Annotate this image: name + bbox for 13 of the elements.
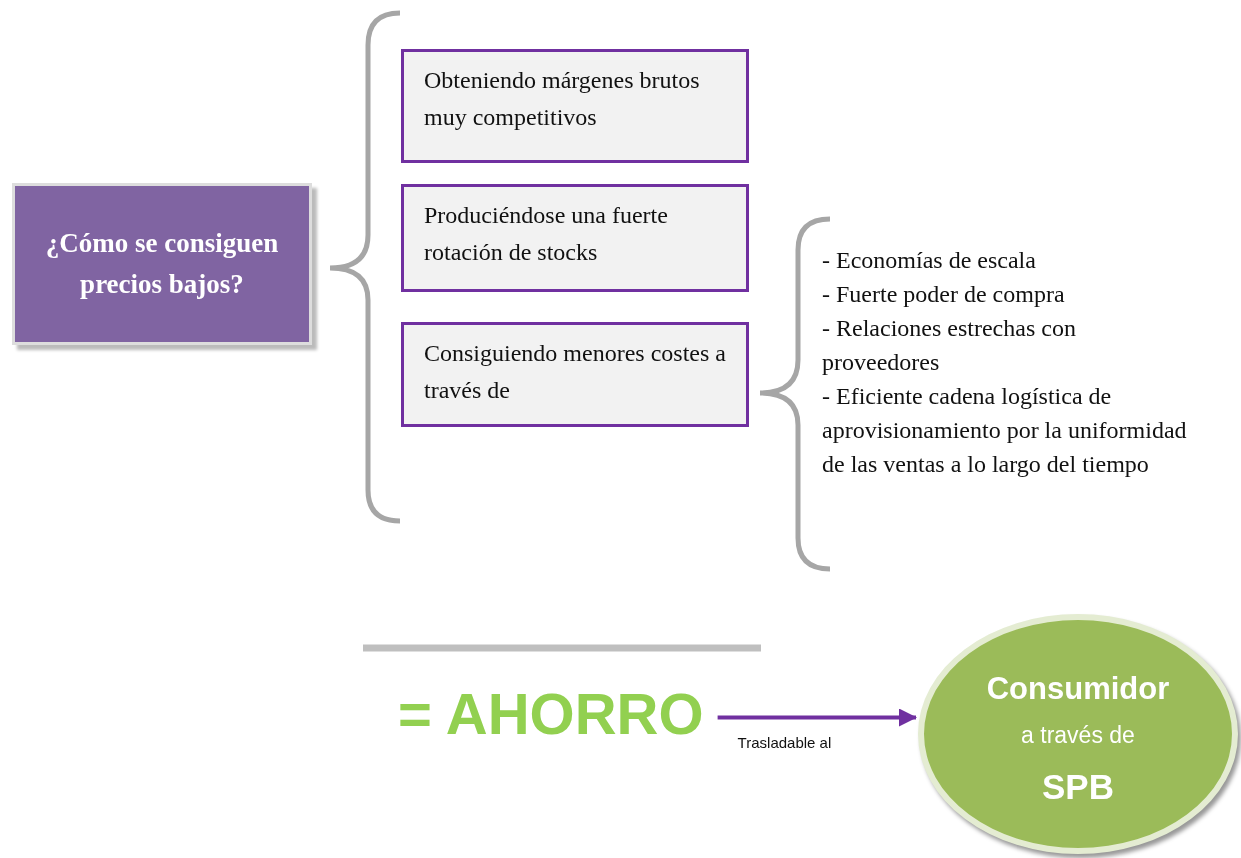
- question-box: ¿Cómo se consiguen precios bajos?: [12, 183, 312, 345]
- list-item: - Economías de escala: [822, 246, 1037, 275]
- process-box: Obteniendo márgenes brutos muy competitivos: [401, 49, 749, 163]
- result-text: = AHORRO: [398, 680, 704, 747]
- arrow: [717, 708, 917, 727]
- node-text: SPB: [1042, 766, 1114, 808]
- list-item: - Fuerte poder de compra: [822, 280, 1066, 309]
- list-item: - Eficiente cadena logística de aprovisionamiento por la uniformidad de las ventas a lo largo del tiempo: [822, 382, 1187, 479]
- process-box: Produciéndose una fuerte rotación de stocks: [401, 184, 749, 292]
- node-text: a través de: [1021, 721, 1135, 750]
- process-box: Consiguiendo menores costes a través de: [401, 322, 749, 427]
- node-heading: Consumidor: [986, 670, 1170, 708]
- list-item: - Relaciones estrechas con proveedores: [822, 314, 1077, 377]
